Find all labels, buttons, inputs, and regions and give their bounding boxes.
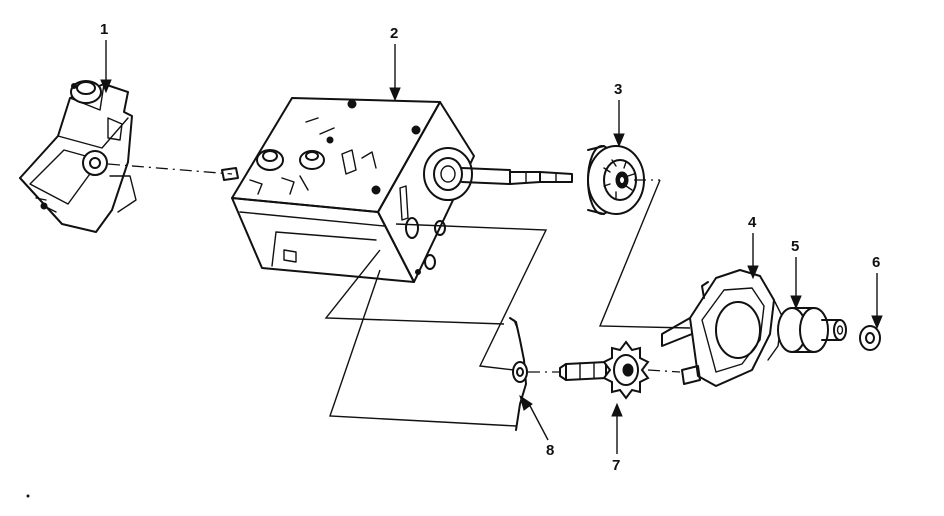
callout-8: 8 bbox=[519, 394, 554, 459]
callout-2-label: 2 bbox=[390, 25, 398, 42]
callout-7: 7 bbox=[611, 402, 623, 474]
callout-3: 3 bbox=[613, 81, 625, 148]
part-8-spring-clip bbox=[509, 317, 528, 431]
speck bbox=[26, 494, 30, 498]
callout-5-label: 5 bbox=[791, 238, 799, 255]
callout-3-label: 3 bbox=[614, 81, 622, 98]
part-2-timer-body bbox=[221, 97, 573, 283]
callout-5: 5 bbox=[790, 238, 802, 310]
part-6-washer bbox=[859, 325, 881, 351]
callout-1: 1 bbox=[100, 21, 112, 94]
callout-6-label: 6 bbox=[872, 254, 880, 271]
part-4-frame bbox=[661, 269, 783, 387]
callout-8-label: 8 bbox=[546, 442, 554, 459]
callout-1-label: 1 bbox=[100, 21, 108, 38]
part-3-gear-disk bbox=[587, 145, 645, 215]
part-5-sleeve bbox=[777, 307, 847, 353]
part-7-pinion-gear bbox=[559, 340, 650, 400]
assembly-lines bbox=[107, 163, 691, 427]
callout-4-label: 4 bbox=[748, 214, 757, 231]
callout-2: 2 bbox=[389, 25, 401, 102]
callout-4: 4 bbox=[747, 214, 759, 280]
part-1-bracket bbox=[19, 80, 137, 233]
callout-6: 6 bbox=[871, 254, 883, 330]
callout-7-label: 7 bbox=[612, 457, 620, 474]
